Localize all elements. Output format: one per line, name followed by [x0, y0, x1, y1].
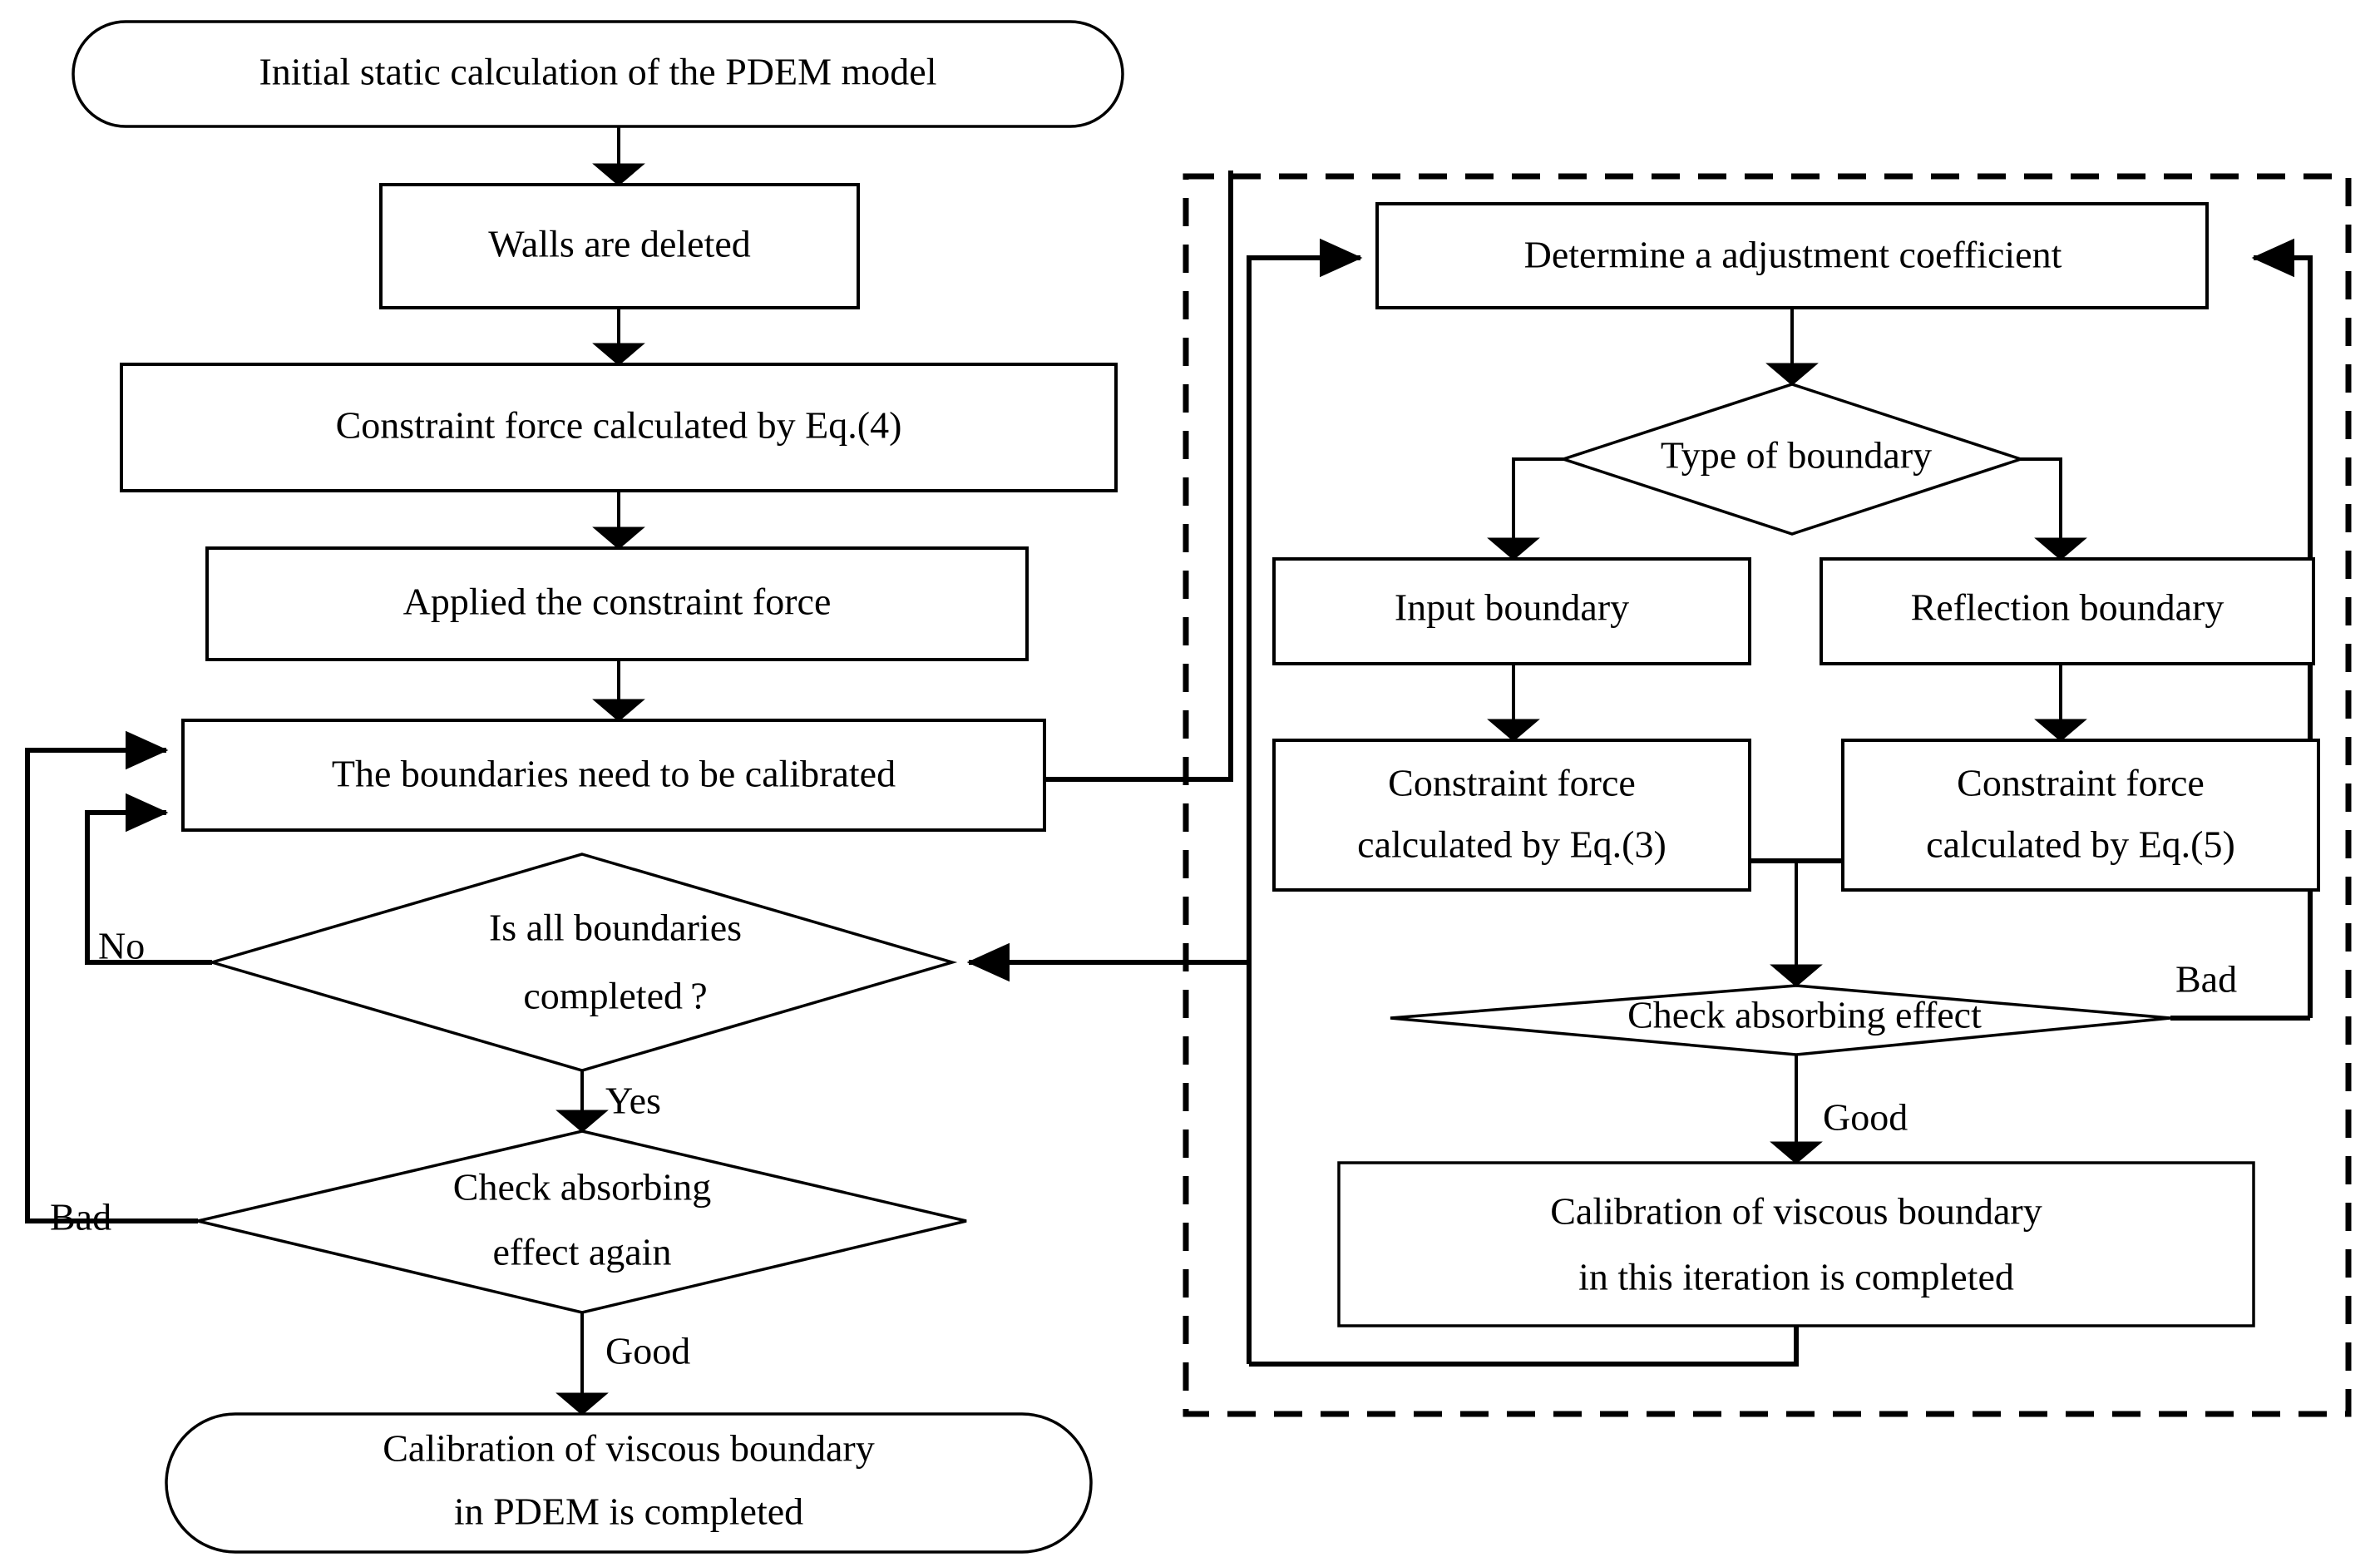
node-constraint-eq3-label-line2: calculated by Eq.(3): [1357, 823, 1666, 866]
node-check-absorbing-again-label-line1: Check absorbing: [453, 1166, 711, 1209]
node-applied-force[interactable]: [205, 546, 1029, 661]
edge-bad-loop-to-boundaries: [25, 730, 198, 1223]
node-constraint-eq3[interactable]: [1272, 739, 1751, 892]
edge-boundaries-to-subprocess: [1044, 171, 1233, 782]
node-input-boundary-label: Input boundary: [1395, 586, 1629, 629]
node-check-absorbing-effect-label: Check absorbing effect: [1627, 994, 1982, 1036]
edge-type-to-reflection-boundary: [1996, 457, 2087, 561]
node-start[interactable]: [72, 20, 1124, 128]
node-boundaries-calibrated[interactable]: [181, 719, 1046, 832]
node-determine-coefficient[interactable]: [1375, 202, 2209, 309]
node-check-absorbing-again[interactable]: [197, 1129, 967, 1314]
node-walls-deleted[interactable]: [379, 183, 860, 309]
node-type-of-boundary-label: Type of boundary: [1661, 434, 1932, 477]
node-iteration-completed-label-line2: in this iteration is completed: [1578, 1256, 2014, 1298]
node-type-of-boundary[interactable]: [1558, 383, 2026, 536]
node-end[interactable]: [165, 1412, 1093, 1554]
node-end-label-line1: Calibration of viscous boundary: [383, 1427, 875, 1470]
edge-label-bad-left: Bad: [50, 1196, 111, 1238]
node-constraint-eq5-label-line2: calculated by Eq.(5): [1926, 823, 2235, 866]
node-constraint-eq4-label: Constraint force calculated by Eq.(4): [336, 404, 902, 447]
node-reflection-boundary[interactable]: [1820, 557, 2315, 665]
edge-label-bad-right: Bad: [2175, 958, 2237, 1001]
edge-label-yes: Yes: [605, 1080, 661, 1122]
node-constraint-eq4[interactable]: [120, 363, 1118, 492]
node-constraint-eq3-label-line1: Constraint force: [1388, 762, 1636, 804]
dashed-subprocess-border: [1183, 173, 2352, 1417]
node-applied-force-label: Applied the constraint force: [403, 581, 832, 623]
node-constraint-eq5-label-line1: Constraint force: [1957, 762, 2205, 804]
node-input-boundary[interactable]: [1272, 557, 1751, 665]
node-check-absorbing-effect[interactable]: [1390, 984, 2171, 1056]
node-start-label: Initial static calculation of the PDEM m…: [259, 51, 936, 93]
edge-type-to-input-boundary: [1487, 457, 1588, 561]
edge-label-good-left: Good: [605, 1330, 690, 1372]
node-walls-deleted-label: Walls are deleted: [488, 223, 751, 265]
edge-label-good-right: Good: [1823, 1096, 1908, 1139]
node-constraint-eq5[interactable]: [1841, 739, 2320, 892]
edge-iteration-done-to-return: [1249, 1326, 1799, 1367]
node-boundaries-calibrated-label: The boundaries need to be calibrated: [332, 753, 896, 795]
edge-no-loop-to-boundaries: [85, 793, 212, 965]
node-is-all-boundaries[interactable]: [206, 853, 958, 1072]
node-iteration-completed[interactable]: [1337, 1161, 2255, 1327]
node-is-all-boundaries-label-line2: completed ?: [523, 975, 707, 1017]
edge-label-no: No: [98, 925, 145, 967]
node-determine-coefficient-label: Determine a adjustment coefficient: [1524, 234, 2062, 276]
node-check-absorbing-again-label-line2: effect again: [493, 1231, 672, 1273]
edge-return-left-to-determine: [1247, 238, 1363, 1364]
node-reflection-boundary-label: Reflection boundary: [1911, 586, 2224, 629]
node-end-label-line2: in PDEM is completed: [454, 1490, 803, 1533]
node-is-all-boundaries-label-line1: Is all boundaries: [489, 907, 742, 949]
node-iteration-completed-label-line1: Calibration of viscous boundary: [1550, 1190, 2042, 1233]
